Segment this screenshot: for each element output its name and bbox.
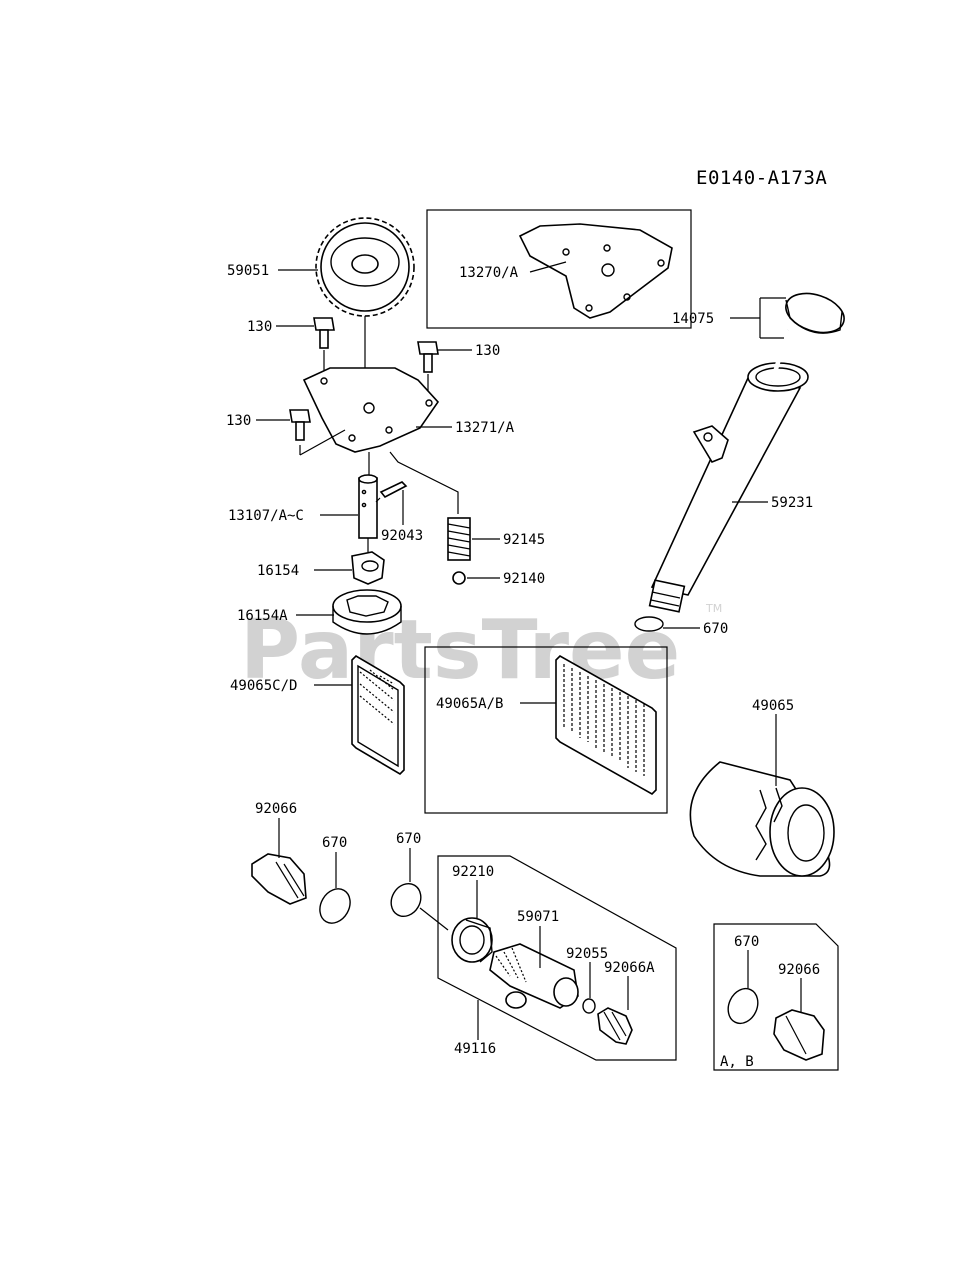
label-130-top: 130 <box>247 319 272 335</box>
label-92140: 92140 <box>503 571 545 587</box>
box-13270 <box>426 209 692 329</box>
body-59071 <box>489 943 579 1009</box>
label-59051: 59051 <box>227 263 269 279</box>
rotor-16154A <box>332 589 402 635</box>
oring-670-tube <box>634 616 664 632</box>
label-92210: 92210 <box>452 864 494 880</box>
label-670-mid: 670 <box>396 831 421 847</box>
part-labels: 59051 13270/A 14075 130 130 130 13271/A … <box>226 263 820 1070</box>
label-92043: 92043 <box>381 528 423 544</box>
label-130-right: 130 <box>475 343 500 359</box>
filter-49065 <box>689 761 835 877</box>
label-group-ab: A, B <box>720 1054 754 1070</box>
plate-13271 <box>299 367 440 456</box>
box-49065AB <box>424 646 668 814</box>
label-59071: 59071 <box>517 909 559 925</box>
shaft-13107 <box>358 452 378 552</box>
box-AB <box>713 923 839 1071</box>
label-670-tube: 670 <box>703 621 728 637</box>
bolt-130-left <box>289 409 311 441</box>
rotor-16154 <box>351 551 385 585</box>
label-49116: 49116 <box>454 1041 496 1057</box>
label-92066A: 92066A <box>604 960 655 976</box>
label-670-left: 670 <box>322 835 347 851</box>
bolt-130-top <box>313 317 335 380</box>
label-16154A: 16154A <box>237 608 288 624</box>
label-16154: 16154 <box>257 563 299 579</box>
dipstick-14075 <box>769 292 845 383</box>
pin-92043 <box>375 481 408 503</box>
label-49065AB: 49065A/B <box>436 696 503 712</box>
watermark-tm: TM <box>705 602 722 615</box>
watermark: PartsTree <box>240 603 680 698</box>
oring-92055 <box>582 998 596 1014</box>
label-13270: 13270/A <box>459 265 519 281</box>
label-92066-ab: 92066 <box>778 962 820 978</box>
collar-92210 <box>451 917 493 963</box>
label-92055: 92055 <box>566 946 608 962</box>
label-49065: 49065 <box>752 698 794 714</box>
plug-92066A <box>597 1007 633 1045</box>
label-14075: 14075 <box>672 311 714 327</box>
gear-59051 <box>315 217 415 405</box>
label-130-left: 130 <box>226 413 251 429</box>
label-49065CD: 49065C/D <box>230 678 297 694</box>
plug-92066-left <box>251 853 307 905</box>
oring-670-left <box>319 888 351 924</box>
spring-92145 <box>389 451 471 561</box>
label-13107: 13107/A~C <box>228 508 304 524</box>
label-670-ab: 670 <box>734 934 759 950</box>
box-49116 <box>419 855 677 1061</box>
leader-lines <box>256 261 802 1040</box>
label-59231: 59231 <box>771 495 813 511</box>
label-13271: 13271/A <box>455 420 515 436</box>
tube-59231 <box>648 362 809 613</box>
bolt-130-right <box>417 341 439 400</box>
ball-92140 <box>452 571 466 585</box>
diagram-code: E0140-A173A <box>696 167 827 189</box>
oring-670-mid <box>390 882 422 918</box>
label-92066-left: 92066 <box>255 801 297 817</box>
label-92145: 92145 <box>503 532 545 548</box>
screen-49065CD <box>351 654 405 776</box>
